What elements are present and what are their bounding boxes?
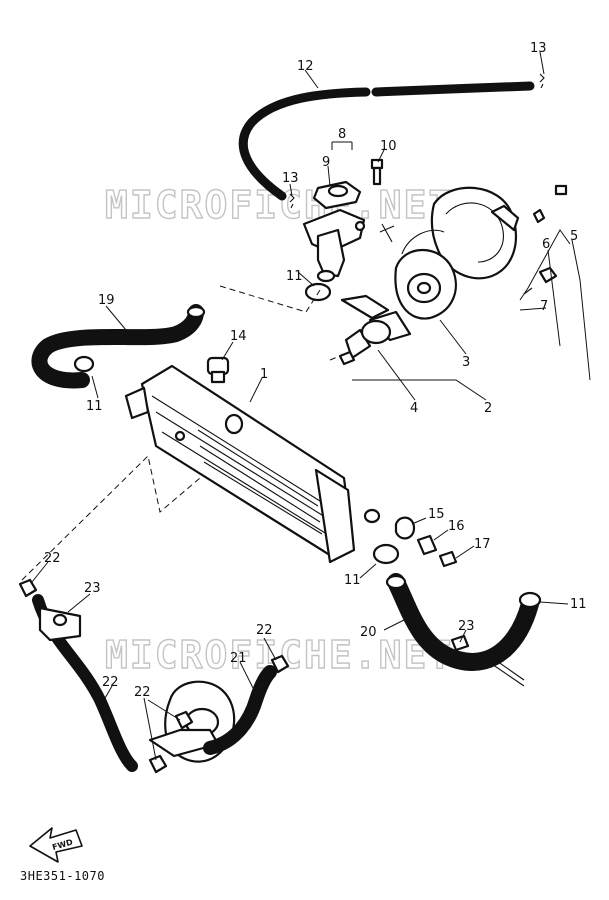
clip-13-left [289, 193, 295, 209]
radiator-cap-14 [206, 356, 230, 384]
callout-13-left: 13 [282, 171, 299, 186]
fwd-arrow-icon: FWD [29, 827, 83, 863]
callout-11-left: 11 [86, 399, 103, 414]
callout-10: 10 [380, 139, 397, 154]
callout-22-lower: 22 [134, 685, 151, 700]
callout-19: 20 [360, 625, 377, 640]
fan-motor-3 [379, 223, 457, 320]
hose-19 [385, 573, 539, 687]
callout-22-left: 22 [44, 551, 61, 566]
callout-2: 2 [484, 401, 492, 416]
thermostat-cap-9 [312, 180, 362, 210]
callout-6: 6 [542, 237, 550, 252]
hose-18 [31, 304, 206, 389]
drawing-code: 3HE351-1070 [20, 869, 105, 883]
callout-15: 15 [428, 507, 445, 522]
bolt-23-right [450, 634, 470, 652]
callout-11-upper: 11 [286, 269, 303, 284]
bolt-5 [554, 184, 568, 196]
callout-23-right: 23 [458, 619, 475, 634]
bolt-17 [438, 550, 458, 568]
callout-17: 17 [474, 537, 491, 552]
callout-11-middle: 11 [344, 573, 361, 588]
nut-22-left [18, 578, 38, 598]
nut-7 [523, 266, 558, 295]
callout-11-right: 11 [570, 597, 587, 612]
callout-18: 19 [98, 293, 115, 308]
grommet-15 [394, 516, 416, 540]
clip-13-right [539, 73, 545, 89]
nut-22-lower [148, 710, 194, 774]
callout-12: 12 [297, 59, 314, 74]
callout-13-right: 13 [530, 41, 547, 56]
callout-22-right: 22 [256, 623, 273, 638]
callout-labels: 12 13 8 9 10 13 5 6 11 7 19 14 3 1 11 2 … [44, 41, 587, 700]
clamp-11-upper [304, 282, 332, 302]
callout-14: 14 [230, 329, 247, 344]
callout-1: 1 [260, 367, 268, 382]
screw-6 [532, 208, 546, 224]
callout-7: 7 [540, 299, 548, 314]
alignment-lines [21, 285, 341, 581]
callout-8: 8 [338, 127, 346, 142]
clamp-11-left [73, 355, 95, 373]
callout-5: 5 [570, 229, 578, 244]
callout-9: 9 [322, 155, 330, 170]
callout-3: 3 [462, 355, 470, 370]
callout-16: 16 [448, 519, 465, 534]
hose-12 [238, 81, 535, 201]
thermostat-housing-8 [302, 208, 366, 283]
leader-lines [31, 51, 591, 761]
callout-20: 21 [230, 651, 247, 666]
callout-23-left: 23 [84, 581, 101, 596]
bolt-10 [370, 158, 384, 186]
collar-16 [416, 534, 438, 556]
callout-4: 4 [410, 401, 418, 416]
pipe-20 [203, 665, 277, 755]
fan-4 [338, 294, 412, 366]
clamp-11-middle [363, 508, 400, 565]
bracket-23-left [38, 606, 82, 642]
clamp-11-right [518, 591, 542, 609]
callout-21: 22 [102, 675, 119, 690]
fan-shroud-5 [430, 186, 520, 280]
radiator-1 [124, 364, 356, 564]
